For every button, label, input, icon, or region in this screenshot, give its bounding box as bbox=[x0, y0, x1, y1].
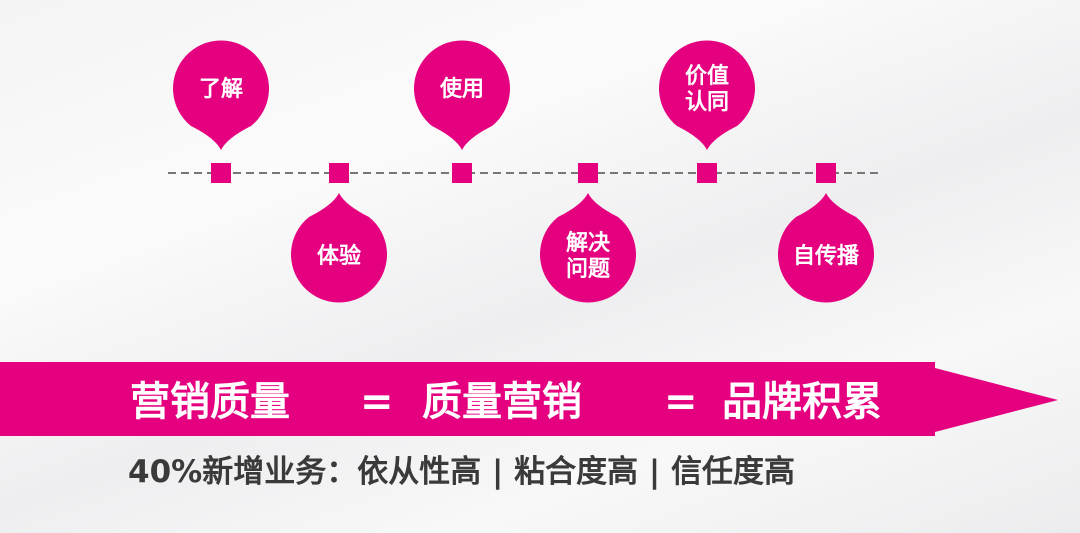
step-drop bbox=[414, 40, 510, 150]
banner-equals-1: = bbox=[360, 379, 394, 425]
step-drop bbox=[778, 193, 874, 303]
step-drop bbox=[291, 193, 387, 303]
timeline-marker bbox=[816, 163, 836, 183]
step-label: 使用 bbox=[439, 77, 484, 102]
banner-arrow bbox=[0, 362, 1058, 436]
subtitle: 40%新增业务：依从性高 | 粘合度高 | 信任度高 bbox=[128, 454, 796, 490]
timeline-marker bbox=[452, 163, 472, 183]
timeline-marker bbox=[211, 163, 231, 183]
step-drop bbox=[659, 40, 755, 150]
step-label: 了解 bbox=[199, 76, 243, 102]
step-label: 解决 bbox=[566, 230, 611, 256]
step-label: 价值 bbox=[685, 63, 729, 89]
banner-equals-2: = bbox=[664, 379, 698, 425]
step-label: 认同 bbox=[685, 90, 729, 115]
timeline-marker bbox=[697, 163, 717, 183]
step-label: 问题 bbox=[566, 257, 611, 282]
step-label: 体验 bbox=[317, 243, 361, 269]
timeline-marker bbox=[578, 163, 598, 183]
banner-part-3: 品牌积累 bbox=[722, 379, 882, 425]
banner-part-2: 质量营销 bbox=[422, 379, 582, 425]
banner-part-1: 营销质量 bbox=[130, 379, 290, 425]
step-drop bbox=[540, 193, 636, 303]
step-label: 自传播 bbox=[793, 243, 860, 269]
step-drop bbox=[173, 40, 269, 150]
timeline-marker bbox=[329, 163, 349, 183]
